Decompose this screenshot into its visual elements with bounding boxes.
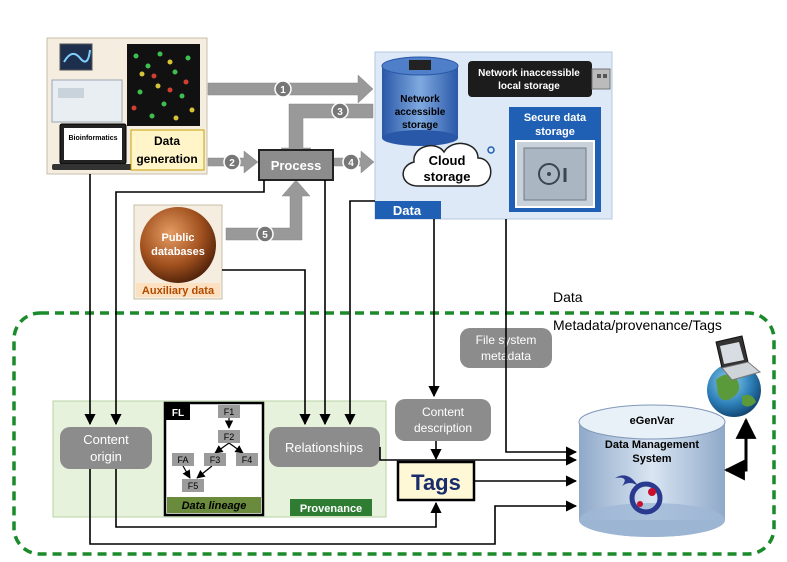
lineage-node-f4: F4 bbox=[242, 455, 253, 465]
svg-text:Secure data: Secure data bbox=[524, 112, 587, 124]
public-databases-line2: databases bbox=[151, 246, 205, 258]
data-lineage-panel: FL F1 F2 F3 F4 FA F5 Data lineage bbox=[163, 401, 265, 517]
svg-text:Network: Network bbox=[400, 94, 440, 105]
storage-panel: Network accessible storage Network inacc… bbox=[374, 51, 613, 220]
auxiliary-data-label: Auxiliary data bbox=[142, 285, 215, 297]
sequencer-icon bbox=[51, 79, 123, 123]
relationships-label: Relationships bbox=[285, 440, 364, 455]
egenvar-logo bbox=[615, 475, 663, 515]
step-3: 3 bbox=[337, 107, 343, 118]
step-1: 1 bbox=[280, 85, 286, 96]
auxiliary-data-panel: Public databases Auxiliary data bbox=[133, 204, 223, 300]
svg-text:local storage: local storage bbox=[498, 81, 560, 92]
content-origin-line2: origin bbox=[90, 449, 122, 464]
step-markers: 1 2 3 4 5 bbox=[223, 80, 360, 243]
fl-badge: FL bbox=[172, 408, 184, 419]
data-generation-panel: Bioinformatics Data generation bbox=[46, 37, 208, 175]
lineage-node-f3: F3 bbox=[210, 455, 221, 465]
provenance-tag bbox=[290, 499, 372, 516]
lineage-node-f1: F1 bbox=[224, 407, 235, 417]
lineage-node-f5: F5 bbox=[188, 481, 199, 491]
relationships-box bbox=[269, 427, 380, 467]
content-description-line2: description bbox=[414, 421, 472, 435]
process-label: Process bbox=[271, 158, 322, 173]
data-region-label: Data bbox=[553, 289, 583, 305]
provenance-label: Provenance bbox=[300, 503, 362, 515]
content-origin-line1: Content bbox=[83, 432, 129, 447]
svg-text:Network inaccessible: Network inaccessible bbox=[478, 68, 580, 79]
svg-text:accessible: accessible bbox=[395, 107, 446, 118]
lineage-node-fa: FA bbox=[177, 455, 188, 465]
connector-lines bbox=[84, 174, 578, 545]
egenvar-line2: Data Management bbox=[605, 439, 699, 451]
content-description-box bbox=[395, 399, 491, 441]
lineage-node-f2: F2 bbox=[224, 432, 235, 442]
svg-text:storage: storage bbox=[402, 120, 439, 131]
data-lineage-caption: Data lineage bbox=[182, 500, 247, 512]
svg-text:storage: storage bbox=[535, 126, 575, 138]
planet-icon bbox=[140, 207, 216, 283]
tags-label: Tags bbox=[411, 470, 461, 495]
globe-laptop-icon bbox=[707, 335, 762, 417]
network-inaccessible-storage: Network inaccessible local storage bbox=[468, 61, 611, 97]
laptop-screen-text: Bioinformatics bbox=[68, 135, 117, 142]
data-tab-label: Data bbox=[393, 203, 422, 218]
content-description-line1: Content bbox=[422, 405, 465, 419]
egenvar-line3: System bbox=[632, 453, 671, 465]
process-box bbox=[258, 149, 334, 181]
step-2: 2 bbox=[229, 158, 235, 169]
egenvar-line1: eGenVar bbox=[630, 415, 675, 427]
svg-text:storage: storage bbox=[424, 169, 471, 184]
content-origin-box bbox=[60, 427, 152, 469]
public-databases-line1: Public bbox=[161, 232, 194, 244]
data-generation-label-1: Data bbox=[154, 134, 180, 148]
data-tab bbox=[375, 201, 441, 219]
egenvar-globe-link bbox=[723, 417, 757, 481]
data-generation-box bbox=[130, 129, 205, 171]
step-5: 5 bbox=[262, 230, 268, 241]
step-4: 4 bbox=[348, 158, 354, 169]
secure-data-storage: Secure data storage bbox=[509, 107, 601, 212]
svg-text:Cloud: Cloud bbox=[429, 153, 466, 168]
metadata-region bbox=[12, 311, 776, 556]
cloud-storage: Cloud storage bbox=[402, 142, 495, 187]
tags-box bbox=[396, 460, 476, 502]
network-accessible-storage: Network accessible storage bbox=[381, 56, 459, 146]
metadata-region-label: Metadata/provenance/Tags bbox=[553, 317, 722, 333]
data-generation-label-2: generation bbox=[136, 152, 197, 166]
egenvar-system: eGenVar Data Management System bbox=[578, 404, 726, 537]
